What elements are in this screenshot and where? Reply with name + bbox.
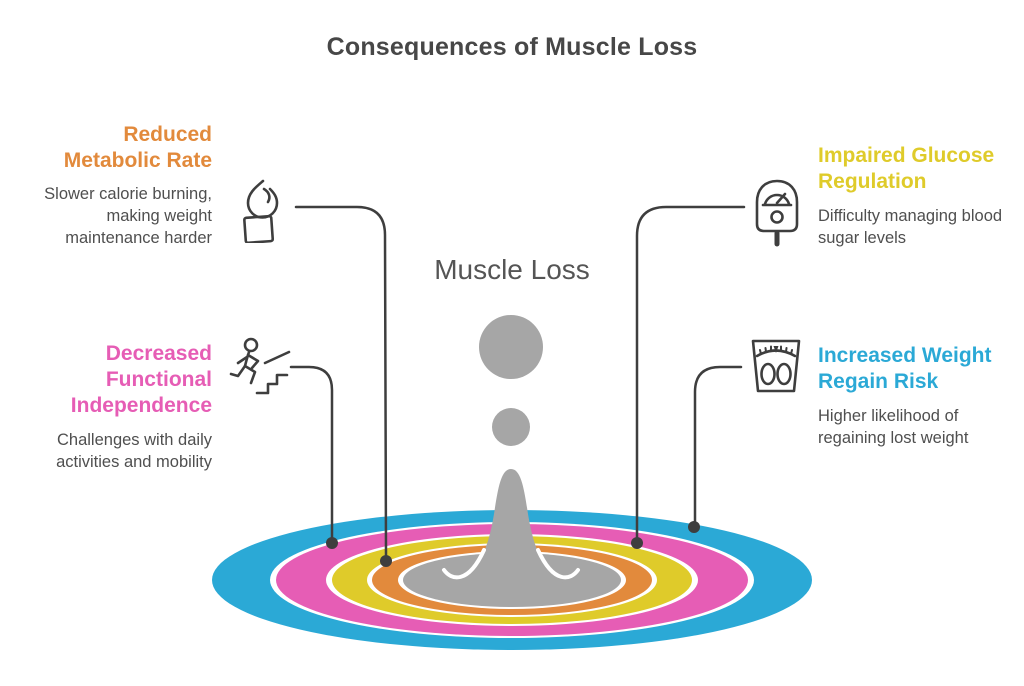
connector-bottom-left [289, 365, 334, 539]
glucose-meter-icon [755, 179, 799, 247]
weight-scale-icon [751, 339, 801, 393]
person-climbing-stairs-icon [229, 337, 291, 395]
flame-candle-icon [243, 179, 279, 243]
drop-small [492, 408, 530, 446]
connector-top-right [635, 205, 746, 539]
page-title: Consequences of Muscle Loss [326, 33, 698, 61]
connector-dot-top-right [631, 537, 643, 549]
center-label: Muscle Loss [434, 254, 590, 285]
callout-body-reduced-metabolic-rate: Slower calorie burning, making weight ma… [44, 185, 212, 247]
splash-highlight-right [536, 548, 580, 580]
connector-dot-bottom-right [688, 521, 700, 533]
connector-dot-bottom-left [326, 537, 338, 549]
callout-body-decreased-functional-independence: Challenges with daily activities and mob… [56, 431, 212, 471]
connector-top-left [294, 205, 388, 557]
callout-heading-decreased-functional-independence: Decreased Functional Independence [70, 342, 212, 418]
connector-bottom-right [693, 365, 743, 523]
splash-highlight-left [442, 548, 486, 580]
callout-body-increased-weight-regain-risk: Higher likelihood of regaining lost weig… [818, 407, 969, 447]
callout-heading-reduced-metabolic-rate: Reduced Metabolic Rate [63, 123, 212, 173]
splash-column [434, 469, 588, 597]
callout-heading-impaired-glucose-regulation: Impaired Glucose Regulation [818, 144, 995, 194]
callout-heading-increased-weight-regain-risk: Increased Weight Regain Risk [818, 344, 992, 394]
connector-dot-top-left [380, 555, 392, 567]
drop-large [479, 315, 543, 379]
callout-body-impaired-glucose-regulation: Difficulty managing blood sugar levels [818, 207, 1003, 247]
